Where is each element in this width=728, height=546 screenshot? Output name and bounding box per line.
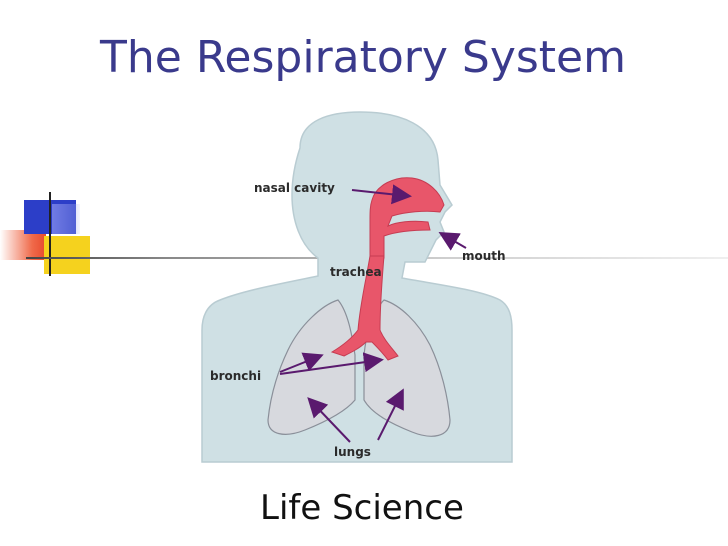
lungs-arrow-right [377,388,404,441]
trachea-label: trachea [330,265,382,279]
lungs-arrow-left [307,397,351,443]
nasal-cavity-arrow [351,184,412,205]
mouth-label: mouth [462,249,506,263]
decor-yellow-square [44,236,90,274]
decor-vertical-line [49,192,51,276]
nasal-cavity-label: nasal cavity [254,181,335,195]
slide-subtitle: Life Science [260,488,464,528]
mouth-arrow [438,231,467,251]
bronchi-arrow-lower [279,352,384,375]
bronchi-arrow-upper [279,352,324,373]
slide-title: The Respiratory System [100,32,626,83]
lungs-label: lungs [334,445,371,459]
body-silhouette [201,111,513,463]
decor-red-square [0,230,46,260]
decor-blue-fade [52,204,80,234]
bronchi-label: bronchi [210,369,261,383]
trachea-shape [330,255,399,361]
